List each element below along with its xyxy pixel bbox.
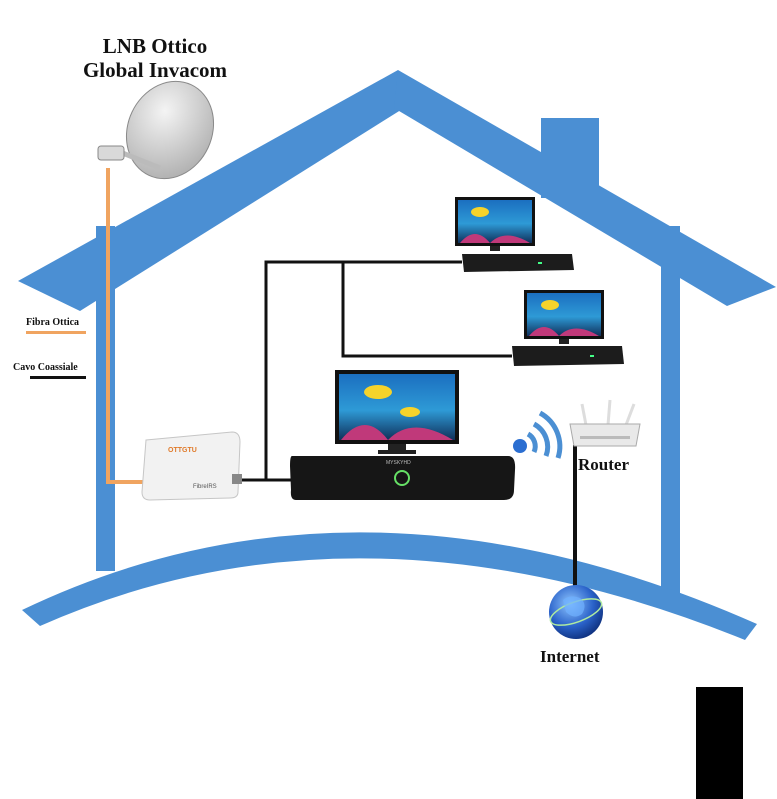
lnb-title: LNB Ottico Global Invacom — [60, 34, 250, 82]
ott-label: OTTGTU — [168, 447, 197, 454]
ott-connector — [232, 474, 242, 484]
legend-cavo-label: Cavo Coassiale — [13, 362, 78, 373]
tv-main-base — [378, 450, 416, 454]
tv-top-stand — [490, 246, 500, 251]
stb-top-body — [462, 254, 574, 272]
tv-main-coral — [341, 425, 453, 440]
house-outline — [18, 70, 776, 640]
tv-top-coral — [460, 234, 530, 243]
tv-main-fish-2 — [400, 407, 420, 417]
router-label: Router — [578, 455, 629, 474]
black-block — [696, 687, 743, 799]
legend-cavo-swatch — [30, 376, 86, 379]
tv-middle — [524, 290, 604, 344]
coax-cable-tv2 — [341, 262, 512, 358]
chimney — [541, 118, 599, 198]
stb-main-brand: MYSKYHD — [386, 460, 411, 466]
ott-converter: OTTGTU FibreIRS — [141, 431, 242, 501]
lnb-head — [97, 145, 125, 161]
ott-brand: FibreIRS — [193, 484, 217, 490]
ott-body — [141, 431, 241, 501]
floor-arch — [22, 532, 757, 640]
tv-middle-stand — [559, 339, 569, 344]
lnb-title-line1: LNB Ottico — [102, 34, 208, 58]
wall-left — [96, 226, 115, 571]
internet-label: Internet — [540, 647, 600, 666]
tv-middle-coral — [529, 327, 599, 336]
router — [569, 399, 641, 447]
tv-top — [455, 197, 535, 251]
stb-middle-body — [512, 346, 624, 366]
stb-top-led — [538, 262, 542, 264]
cables — [106, 168, 577, 590]
stb-main-ring — [394, 470, 410, 486]
tv-main — [335, 370, 459, 454]
stb-main-body — [290, 456, 516, 500]
tv-main-stand — [388, 444, 406, 450]
tv-top-fish — [471, 207, 489, 217]
stb-middle-led — [590, 355, 594, 357]
dish-reflector — [125, 80, 215, 180]
wifi-icon — [513, 410, 563, 459]
fiber-cable — [106, 168, 146, 484]
globe-icon — [549, 585, 603, 639]
legend-fibra-swatch — [26, 331, 86, 334]
stb-middle — [512, 346, 624, 366]
tv-main-fish — [364, 385, 392, 399]
legend-fibra-label: Fibra Ottica — [26, 317, 80, 328]
router-body — [569, 423, 641, 447]
lnb-title-line2: Global Invacom — [82, 58, 228, 82]
satellite-dish — [97, 80, 215, 180]
stb-main: MYSKYHD — [290, 456, 516, 500]
dish-arm — [119, 149, 161, 171]
stb-top — [462, 254, 574, 272]
tv-middle-fish — [541, 300, 559, 310]
wall-right — [661, 226, 680, 596]
